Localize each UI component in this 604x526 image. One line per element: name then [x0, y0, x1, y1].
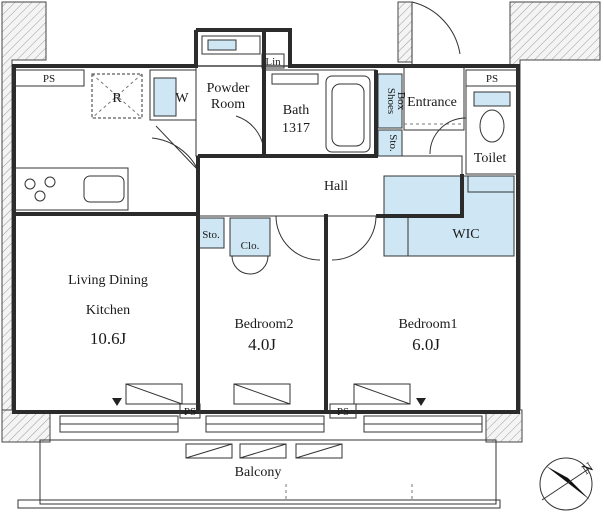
storage-hall-label: Sto. [202, 229, 220, 241]
powder-room-label-2: Room [211, 97, 245, 112]
linen-label: Lin [265, 56, 281, 68]
outdoor-unit-1 [185, 443, 233, 459]
ac-bedroom2 [233, 383, 291, 405]
ps-bottom-left-label: PS [184, 406, 196, 418]
column-bottom-left [1, 409, 51, 443]
ps-top-left-label: PS [43, 73, 55, 85]
shoes-box-label-2: Box [395, 92, 407, 111]
outdoor-unit-3-line [295, 443, 343, 459]
entrance-door-swing [411, 1, 461, 66]
ldk-door-swing [151, 125, 199, 171]
marker-triangle-bedroom1 [416, 398, 426, 406]
closet-box [229, 217, 271, 257]
bedroom1-label: Bedroom1 [398, 317, 457, 332]
stove-burner-3 [34, 190, 46, 202]
storage-bath-label: Sto. [387, 134, 399, 152]
refrigerator-label: R [112, 91, 122, 106]
bedroom2-label: Bedroom2 [234, 317, 293, 332]
outdoor-unit-2-line [239, 443, 287, 459]
stove-burner-1 [24, 178, 36, 190]
shoes-box-area [377, 73, 403, 129]
ac-ldk-line [125, 383, 183, 405]
balcony-rail [17, 499, 501, 509]
column-top-entrance [397, 1, 413, 63]
ac-bedroom1-line [353, 383, 411, 405]
sink-counter [201, 35, 261, 55]
washer-box [153, 77, 177, 117]
shoes-box-label-1: Shoes [385, 88, 397, 114]
toilet-room [465, 85, 519, 175]
toilet-label: Toilet [474, 151, 507, 166]
ac-ldk [125, 383, 183, 405]
refrigerator-diag1 [91, 73, 143, 119]
outdoor-unit-1-line [185, 443, 233, 459]
outer-shell-right [509, 1, 601, 441]
hall-label: Hall [324, 179, 348, 194]
compass-label: N [580, 460, 597, 478]
refrigerator-box [91, 73, 143, 119]
outdoor-unit-2 [239, 443, 287, 459]
ldk-label-1: Living Dining [68, 273, 148, 288]
bath-vanity [271, 73, 319, 85]
refrigerator-diag2 [91, 73, 143, 119]
ps-bottom-left-box [179, 403, 201, 419]
column-bottom-right [485, 409, 523, 443]
ldk-label-2: Kitchen [86, 303, 130, 318]
bedroom2-door-swing [275, 215, 321, 261]
bathtub-inner [331, 83, 365, 147]
closet-door-swing [231, 255, 269, 275]
wic-label: WIC [452, 227, 479, 242]
bedroom1-door-swing [331, 215, 377, 261]
ps-top-left-box [13, 69, 85, 87]
bath-label-1: Bath [283, 103, 309, 118]
wic-shelf-top [467, 175, 515, 193]
ps-bottom-mid-box [329, 403, 357, 419]
marker-triangle-ldk [112, 398, 122, 406]
compass-axis [541, 467, 591, 501]
ac-bedroom1 [353, 383, 411, 405]
powder-room-label-1: Powder [207, 81, 250, 96]
interior-walls [14, 30, 464, 412]
ps-bottom-mid-label: PS [337, 406, 349, 418]
toilet-door-swing [429, 117, 467, 155]
sink-basin [207, 39, 237, 51]
toilet-bowl [479, 109, 505, 143]
stove-burner-2 [44, 176, 56, 188]
compass-ring [539, 457, 593, 511]
bedroom1-size-label: 6.0J [412, 335, 440, 354]
closet-label: Clo. [241, 240, 260, 252]
ps-top-right-label: PS [486, 73, 498, 85]
storage-bath-area [377, 129, 403, 157]
ac-bedroom2-line [233, 383, 291, 405]
toilet-tank [473, 91, 511, 107]
wic-shelf-left [383, 215, 409, 257]
outdoor-unit-3 [295, 443, 343, 459]
kitchen-sink [83, 175, 125, 203]
ldk-size-label: 10.6J [90, 329, 127, 348]
balcony-area [39, 439, 497, 505]
bedroom2-size-label: 4.0J [248, 335, 276, 354]
bathtub [325, 75, 371, 153]
entrance-area [403, 65, 465, 131]
balcony-label: Balcony [235, 465, 282, 480]
kitchen-counter [13, 167, 129, 211]
washer-label: W [175, 91, 189, 106]
entrance-label: Entrance [407, 95, 457, 110]
bath-label-2: 1317 [282, 121, 310, 136]
